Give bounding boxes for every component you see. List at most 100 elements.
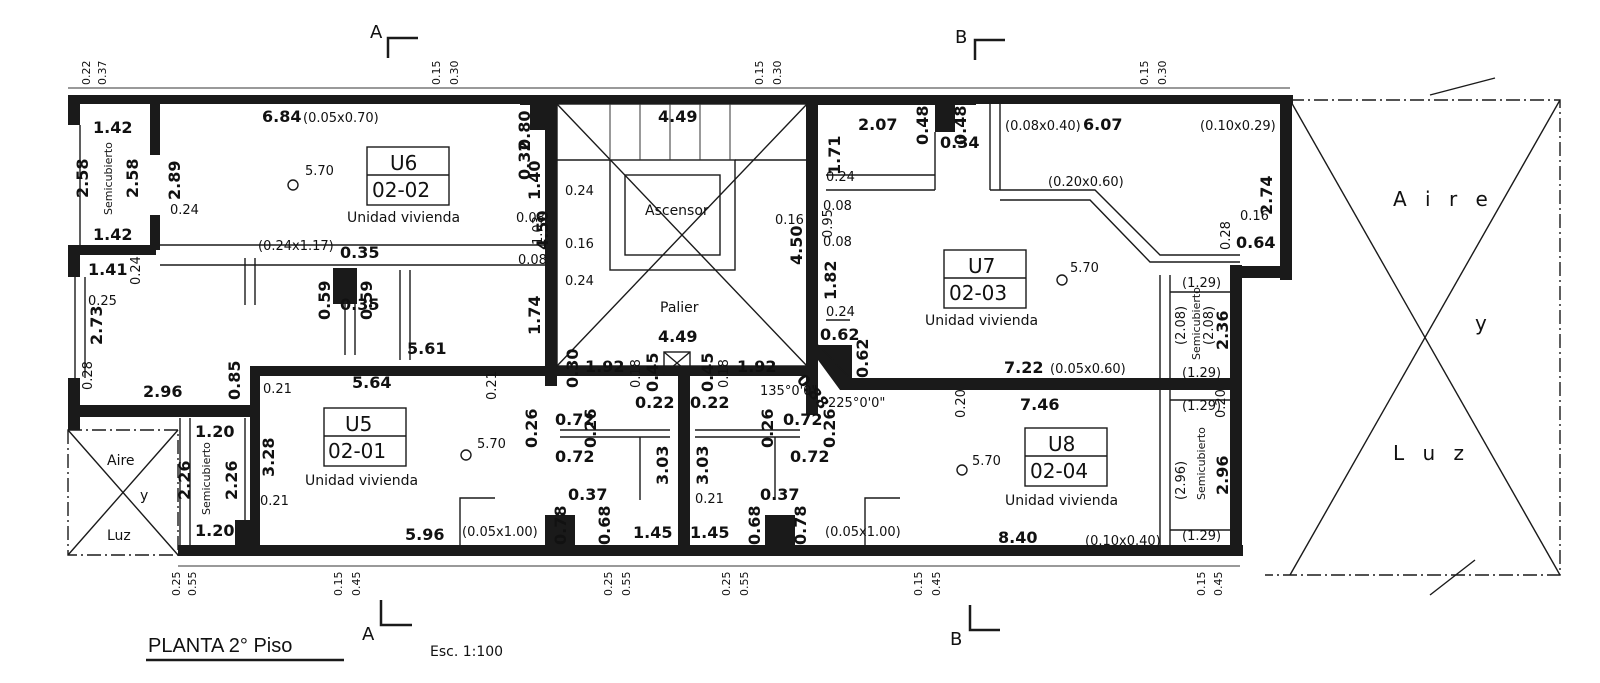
dim-text: (2.08)	[1202, 306, 1217, 345]
dim-text: 4.49	[658, 107, 697, 126]
dim-text: 0.08	[823, 199, 852, 214]
section-a-top: A	[370, 22, 383, 43]
dim-text: (0.05x0.70)	[303, 111, 379, 126]
unit-code: 02-02	[372, 178, 430, 202]
section-b-top: B	[955, 27, 967, 48]
dim-text: (1.29)	[1182, 366, 1221, 381]
dim-text: 0.72	[783, 410, 822, 429]
unit-u6: U6 02-02 Unidad vivienda 5.70	[287, 146, 460, 226]
mark-text: 0.30	[448, 61, 461, 86]
dim-text: 2.07	[858, 115, 897, 134]
dim-text: 0.28	[81, 361, 96, 390]
dim-text: 1.42	[93, 118, 132, 137]
dim-text: (0.05x0.60)	[1050, 362, 1126, 377]
dim-text: 0.21	[260, 494, 289, 509]
dim-text: (0.10x0.40)	[1085, 534, 1161, 549]
unit-u5: U5 02-01 Unidad vivienda 5.70	[305, 407, 506, 489]
dim-text: 1.40	[525, 161, 544, 200]
dim-text: 1.03	[531, 216, 546, 245]
dim-text: 3.03	[653, 446, 672, 485]
mark-text: 0.55	[186, 572, 199, 597]
dim-text: 2.96	[143, 382, 182, 401]
dim-text: 2.89	[165, 161, 184, 200]
dim-text: (1.29)	[1182, 399, 1221, 414]
plan-title: PLANTA 2° Piso	[148, 635, 292, 657]
dim-text: 2.58	[73, 159, 92, 198]
dim-text: 0.21	[485, 371, 500, 400]
dim-text: (2.96)	[1174, 461, 1189, 500]
dim-text: 1.74	[525, 296, 544, 335]
semicovered-label: Semicubierto	[1195, 427, 1208, 500]
mark-text: 0.45	[1212, 572, 1225, 597]
mark-text: 0.30	[771, 61, 784, 86]
dim-text: 0.08	[518, 253, 547, 268]
dim-text: 0.72	[790, 447, 829, 466]
dim-text: 0.22	[690, 393, 729, 412]
small-y-label: y	[140, 488, 148, 504]
dim-text: 0.21	[263, 382, 292, 397]
dim-text: 3.28	[259, 438, 278, 477]
landing-label: Palier	[660, 300, 699, 316]
unit-desc: Unidad vivienda	[305, 473, 418, 489]
dim-text: 0.26	[581, 409, 600, 448]
dim-text: 1.41	[88, 260, 127, 279]
unit-code: 02-03	[949, 281, 1007, 305]
dim-text: 0.20	[1214, 389, 1229, 418]
dim-text: (0.05x1.00)	[825, 525, 901, 540]
mark-text: 0.55	[738, 572, 751, 597]
dim-text: 1.92	[737, 357, 776, 376]
unit-name: U8	[1048, 432, 1075, 456]
unit-u7: U7 02-03 Unidad vivienda 5.70	[925, 249, 1099, 329]
dim-text: 0.59	[357, 281, 376, 320]
dim-text: 0.18	[717, 359, 732, 388]
unit-desc: Unidad vivienda	[925, 313, 1038, 329]
aire-label: A i r e	[1393, 187, 1494, 211]
dim-text: 0.80	[515, 111, 534, 150]
dim-text: 5.96	[405, 525, 444, 544]
dim-text: 2.36	[1213, 311, 1232, 350]
dim-text: 0.30	[563, 349, 582, 388]
mark-text: 0.15	[430, 61, 443, 86]
small-aire-label: Aire	[107, 453, 135, 469]
dim-text: 0.37	[760, 485, 799, 504]
section-a-bottom: A	[362, 624, 375, 645]
mark-text: 0.15	[912, 572, 925, 597]
small-luz-label: Luz	[107, 528, 131, 544]
dim-text: (1.29)	[1182, 276, 1221, 291]
dim-text: 1.42	[93, 225, 132, 244]
dim-text: 135°0'0"	[760, 384, 817, 399]
dim-text: 4.50	[533, 211, 552, 250]
dim-text: 0.28	[1219, 221, 1234, 250]
dim-text: 0.24	[826, 170, 855, 185]
dim-text: 2.26	[175, 461, 194, 500]
dim-text: 0.35	[340, 243, 379, 262]
dim-text: 0.24	[129, 256, 144, 285]
mark-text: 0.15	[1195, 572, 1208, 597]
mark-text: 0.15	[1138, 61, 1151, 86]
dim-text: 0.16	[775, 213, 804, 228]
level-mark: 5.70	[477, 437, 506, 452]
mark-text: 0.45	[930, 572, 943, 597]
unit-name: U5	[345, 412, 372, 436]
dim-text: (2.08)	[1174, 306, 1189, 345]
dim-text: 0.24	[565, 274, 594, 289]
dim-text: 225°0'0"	[828, 396, 885, 411]
dim-text: 1.92	[585, 357, 624, 376]
dim-text: 2.26	[222, 461, 241, 500]
plan-scale: Esc. 1:100	[430, 644, 503, 660]
unit-desc: Unidad vivienda	[1005, 493, 1118, 509]
y-label: y	[1475, 311, 1493, 335]
dim-text: 2.96	[1213, 456, 1232, 495]
walls	[68, 95, 1293, 556]
dim-text: 0.16	[1240, 209, 1269, 224]
dim-text: 0.68	[595, 506, 614, 545]
dim-text: 0.48	[913, 106, 932, 145]
vertical-dimensions: 2.58 2.58 Semicubierto 2.89 0.80 0.32 1.…	[73, 106, 1276, 545]
dim-text: 7.46	[1020, 395, 1059, 414]
dim-text: (0.24x1.17)	[258, 239, 334, 254]
dim-text: 3.03	[693, 446, 712, 485]
dim-text: 2.58	[123, 159, 142, 198]
mark-text: 0.15	[332, 572, 345, 597]
mark-text: 0.22	[80, 61, 93, 86]
